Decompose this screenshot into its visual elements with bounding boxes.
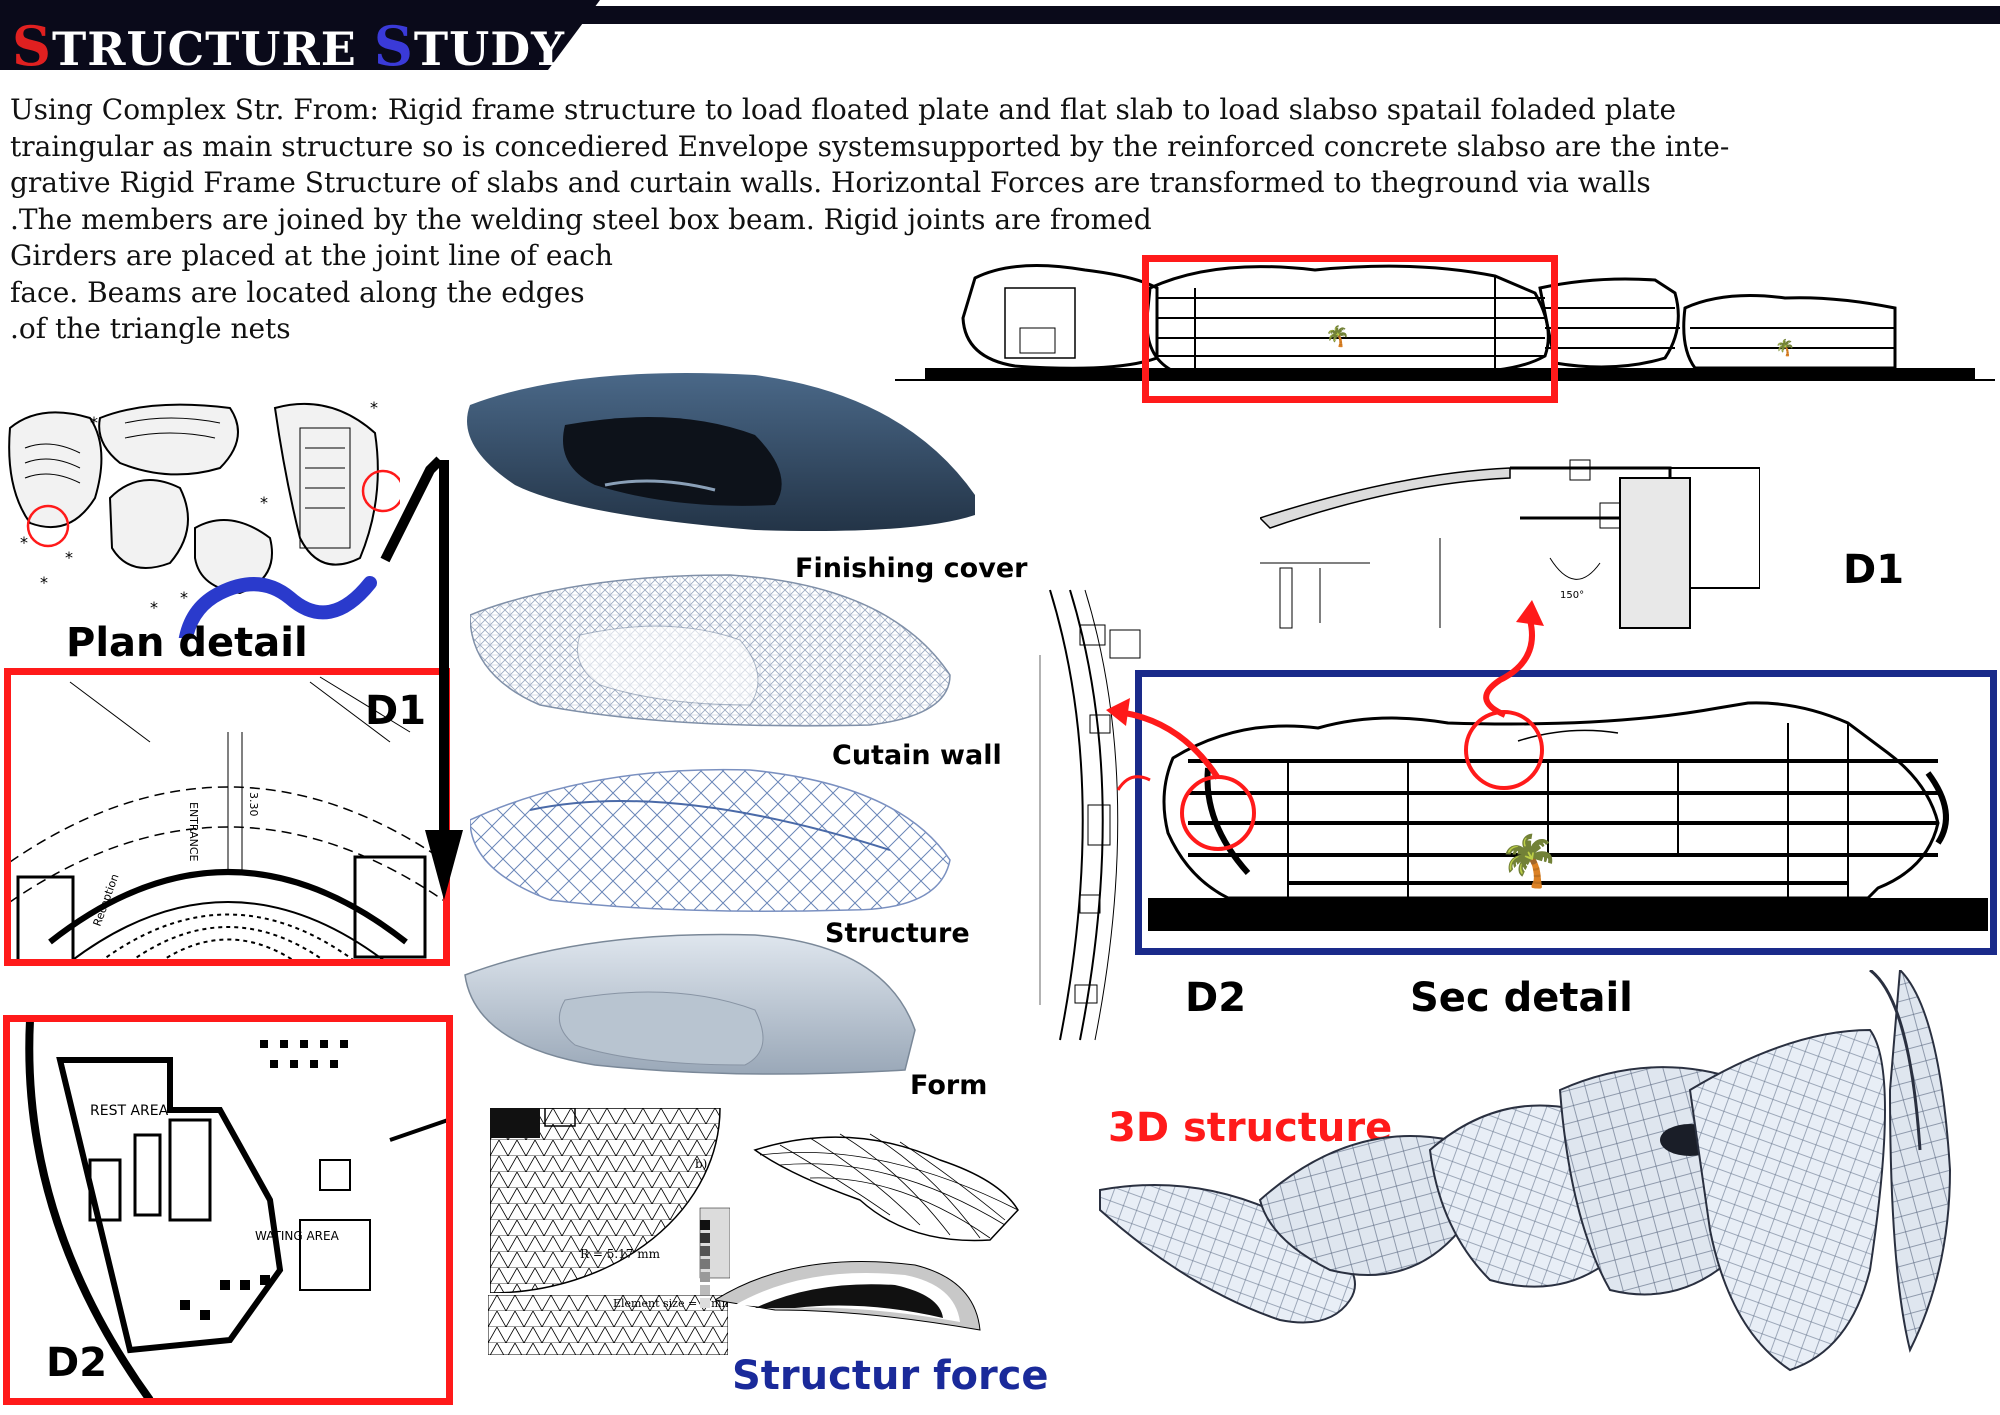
svg-text:*: * [370, 398, 378, 417]
section-d2-label: D2 [1185, 975, 1247, 1021]
detail-callout-arrow [1450, 600, 1570, 720]
svg-text:🌴: 🌴 [1498, 832, 1560, 890]
roof-detail-d1: 150° [1260, 448, 1760, 633]
plan-detail-label: Plan detail [66, 620, 308, 666]
form-render [455, 930, 925, 1080]
structure-3d-label: 3D structure [1108, 1105, 1393, 1151]
curtain-wall-label: Cutain wall [832, 740, 1002, 771]
svg-text:*: * [150, 598, 158, 617]
detail-callouts [1090, 600, 1550, 880]
fea-curved-grid [750, 1120, 1020, 1250]
fea-b-text: b) [695, 1157, 707, 1171]
fea-radius-text: R = 5.17 mm [580, 1247, 661, 1261]
fea-legend [695, 1215, 755, 1315]
finishing-cover-render [455, 365, 975, 535]
svg-text:🌴: 🌴 [1775, 338, 1795, 357]
title-part-2: TUDY [413, 22, 565, 76]
site-plan-drawing: * * * * * * * * [0, 388, 400, 638]
description-line: .The members are joined by the welding s… [10, 202, 1152, 236]
angle-text: 150° [1560, 590, 1584, 601]
banner-background [0, 0, 2000, 70]
curtain-wall-render [470, 565, 960, 730]
title-part-1: TRUCTURE [52, 22, 374, 76]
sec-detail-label: Sec detail [1410, 975, 1633, 1021]
structure-3d-render [1090, 970, 1995, 1410]
fea-element-text: Element size = 1 mm [613, 1297, 728, 1310]
structure-render [470, 760, 960, 920]
svg-text:🌴: 🌴 [1325, 324, 1350, 348]
page-title: STRUCTURE STUDY [12, 14, 565, 78]
finishing-cover-label: Finishing cover [795, 553, 1028, 584]
title-cap-s-blue: S [373, 14, 414, 78]
fea-mesh-quarter: R = 5.17 mm b) [490, 1108, 730, 1293]
svg-text:*: * [20, 533, 28, 552]
title-cap-s-red: S [12, 14, 52, 78]
section-d1-label: D1 [1843, 547, 1905, 593]
structure-label: Structure [825, 918, 970, 949]
svg-text:*: * [180, 588, 188, 607]
svg-text:*: * [65, 548, 73, 567]
svg-text:*: * [260, 493, 268, 512]
section-highlight-frame [1142, 255, 1558, 403]
description-line: Girders are placed at the joint line of … [10, 239, 613, 272]
fea-mesh-strip: Element size = 1 mm [488, 1295, 728, 1355]
description-paragraph: Using Complex Str. From: Rigid frame str… [10, 92, 1729, 238]
title-banner: STRUCTURE STUDY [0, 0, 2000, 88]
down-arrow [380, 440, 480, 900]
waiting-area-text: WATING AREA [255, 1229, 340, 1243]
description-line: .of the triangle nets [10, 312, 291, 345]
description-line: grative Rigid Frame Structure of slabs a… [10, 166, 1651, 199]
curved-wall-detail [1010, 585, 1170, 1045]
plan-d1-label: D1 [365, 688, 427, 734]
form-label: Form [910, 1070, 988, 1101]
entrance-text: ENTRANCE [187, 802, 200, 862]
description-line: Using Complex Str. From: Rigid frame str… [10, 93, 1677, 126]
plan-d2-frame [3, 1015, 453, 1405]
plan-d2-label: D2 [46, 1340, 108, 1386]
description-line: traingular as main structure so is conce… [10, 129, 1730, 163]
structur-force-label: Structur force [732, 1353, 1049, 1399]
plan-d1-drawing: 3.30 ENTRANCE Reception [10, 672, 446, 962]
section-detail-frame [1135, 670, 1997, 955]
svg-text:*: * [90, 413, 98, 432]
overall-section-drawing: 🌴 🌴 [895, 248, 1995, 398]
svg-text:*: * [40, 573, 48, 592]
dimension-text: 3.30 [247, 792, 260, 817]
rest-area-text: REST AREA [90, 1103, 169, 1119]
plan-d2-drawing: REST AREA WATING AREA [10, 1020, 448, 1400]
description-short: Girders are placed at the joint line of … [10, 238, 613, 348]
section-detail-drawing: 🌴 [1148, 683, 1988, 946]
description-line: face. Beams are located along the edges [10, 275, 585, 309]
fea-stress-map [715, 1250, 985, 1340]
